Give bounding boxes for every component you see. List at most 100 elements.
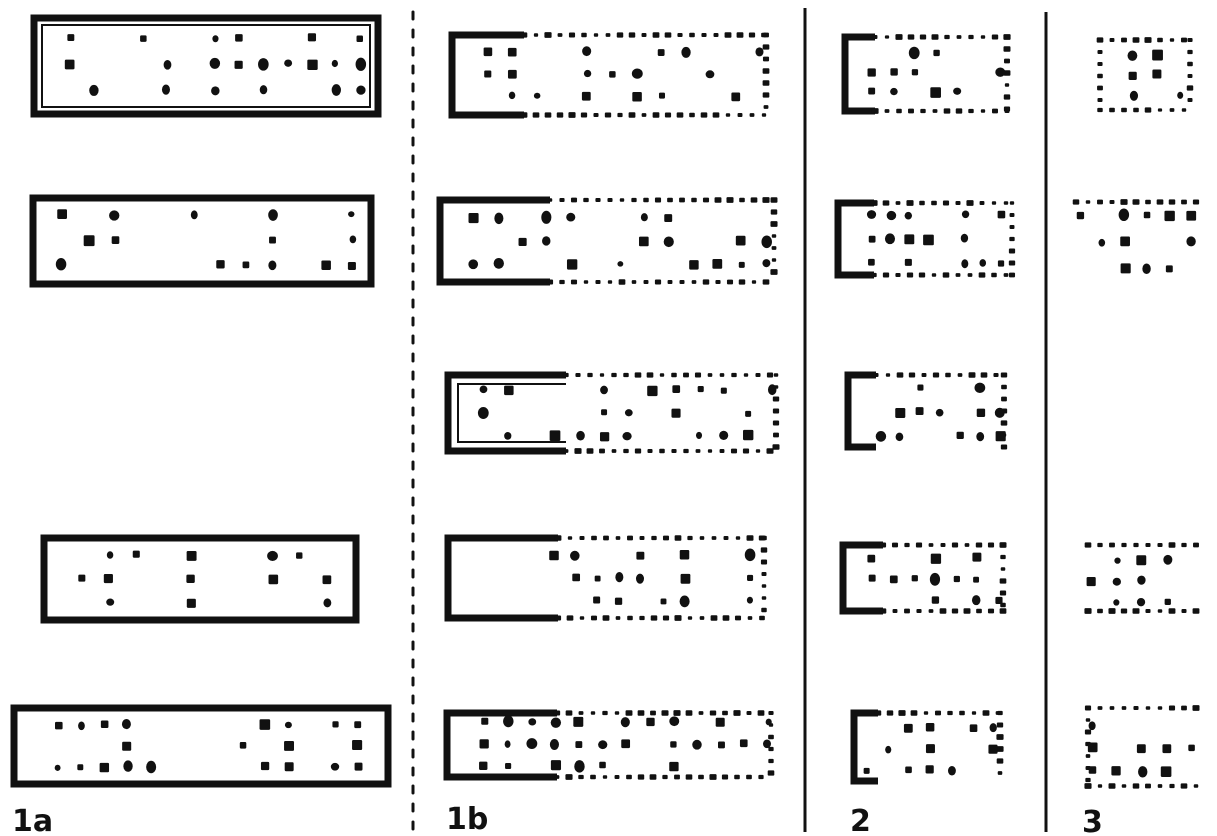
- reconstructed-border-dot: [952, 608, 958, 613]
- braille-dot: [541, 211, 551, 224]
- braille-dot: [721, 388, 727, 394]
- reconstructed-border-dot: [593, 113, 598, 117]
- braille-dot: [1136, 555, 1146, 565]
- reconstructed-border-dot: [712, 536, 717, 540]
- braille-dot: [357, 36, 363, 42]
- braille-dot: [641, 213, 648, 221]
- reconstructed-border-dot: [1001, 385, 1007, 390]
- reconstructed-border-dot: [581, 112, 587, 117]
- reconstructed-border-dot: [1133, 543, 1138, 547]
- braille-dot: [669, 762, 678, 771]
- reconstructed-border-dot: [748, 616, 753, 620]
- braille-dot: [1128, 51, 1138, 61]
- reconstructed-border-dot: [1157, 543, 1162, 547]
- braille-dot: [639, 237, 649, 247]
- braille-dot: [977, 409, 985, 417]
- reconstructed-border-dot: [747, 535, 754, 541]
- reconstructed-border-dot: [767, 373, 773, 378]
- braille-dot: [990, 723, 997, 732]
- reconstructed-border-dot: [898, 710, 905, 716]
- reconstructed-border-dot: [590, 775, 596, 780]
- braille-dot: [526, 738, 537, 749]
- reconstructed-border-dot: [1121, 608, 1127, 613]
- tablet-3-row-2: [1073, 199, 1199, 274]
- reconstructed-border-dot: [603, 536, 609, 541]
- reconstructed-border-dot: [1109, 108, 1115, 113]
- reconstructed-border-dot: [1188, 74, 1193, 78]
- braille-dot: [542, 236, 550, 245]
- reconstructed-border-dot: [555, 616, 561, 621]
- reconstructed-border-dot: [1120, 199, 1127, 205]
- braille-dot: [576, 431, 585, 441]
- braille-dot: [504, 386, 514, 396]
- braille-dot: [1111, 766, 1120, 775]
- reconstructed-border-dot: [758, 775, 763, 779]
- reconstructed-border-dot: [943, 272, 950, 277]
- reconstructed-border-dot: [1158, 784, 1163, 788]
- reconstructed-border-dot: [933, 109, 938, 113]
- braille-dot: [671, 409, 680, 418]
- braille-dot: [77, 764, 83, 770]
- braille-dot: [609, 71, 615, 77]
- braille-dot: [868, 259, 875, 266]
- reconstructed-border-dot: [620, 198, 624, 202]
- reconstructed-border-dot: [619, 279, 626, 284]
- braille-dot: [698, 386, 704, 392]
- reconstructed-border-dot: [587, 373, 592, 377]
- reconstructed-border-dot: [763, 80, 770, 85]
- braille-dot: [1164, 211, 1174, 221]
- braille-dot: [350, 236, 357, 244]
- braille-dot: [296, 552, 302, 558]
- braille-dot: [308, 33, 316, 41]
- reconstructed-border-dot: [1009, 273, 1015, 278]
- reconstructed-border-dot: [1157, 199, 1164, 204]
- reconstructed-border-dot: [1085, 778, 1090, 782]
- braille-dot: [549, 551, 559, 561]
- reconstructed-border-dot: [599, 449, 605, 454]
- reconstructed-border-dot: [626, 710, 633, 716]
- reconstructed-border-dot: [720, 373, 725, 377]
- reconstructed-border-dot: [763, 68, 770, 73]
- reconstructed-border-dot: [691, 198, 696, 202]
- braille-dot: [1114, 557, 1120, 563]
- reconstructed-border-dot: [763, 92, 770, 97]
- reconstructed-border-dot: [709, 774, 716, 780]
- braille-dot: [146, 761, 156, 773]
- reconstructed-border-dot: [758, 710, 765, 715]
- reconstructed-border-dot: [904, 543, 909, 547]
- reconstructed-border-dot: [1004, 201, 1008, 205]
- reconstructed-border-dot: [738, 113, 743, 117]
- braille-dot: [1129, 72, 1137, 80]
- reconstructed-border-dot: [731, 449, 737, 454]
- reconstructed-border-dot: [720, 449, 725, 453]
- braille-dot: [508, 48, 517, 57]
- reconstructed-border-dot: [602, 711, 607, 715]
- braille-dot: [1142, 263, 1150, 274]
- reconstructed-border-dot: [627, 616, 633, 620]
- braille-dot: [1077, 212, 1084, 219]
- reconstructed-border-dot: [1073, 199, 1080, 204]
- reconstructed-border-dot: [655, 198, 661, 203]
- braille-dot: [519, 238, 527, 246]
- braille-dot: [905, 212, 912, 220]
- reconstructed-border-dot: [1144, 37, 1151, 43]
- reconstructed-border-dot: [623, 449, 628, 453]
- braille-dot: [567, 259, 577, 269]
- braille-dot: [745, 411, 751, 417]
- reconstructed-border-dot: [772, 258, 776, 261]
- braille-dot: [356, 58, 367, 71]
- braille-dot: [869, 236, 876, 243]
- braille-dot: [258, 58, 269, 71]
- braille-dot: [123, 760, 132, 771]
- reconstructed-border-dot: [584, 280, 588, 283]
- braille-dot: [905, 259, 912, 266]
- braille-dot: [574, 760, 584, 772]
- reconstructed-border-dot: [571, 198, 577, 203]
- braille-dot: [917, 384, 923, 390]
- reconstructed-border-dot: [908, 109, 914, 114]
- braille-dot: [55, 722, 63, 730]
- reconstructed-border-dot: [762, 113, 766, 116]
- reconstructed-border-dot: [722, 711, 728, 716]
- braille-dot: [930, 573, 940, 586]
